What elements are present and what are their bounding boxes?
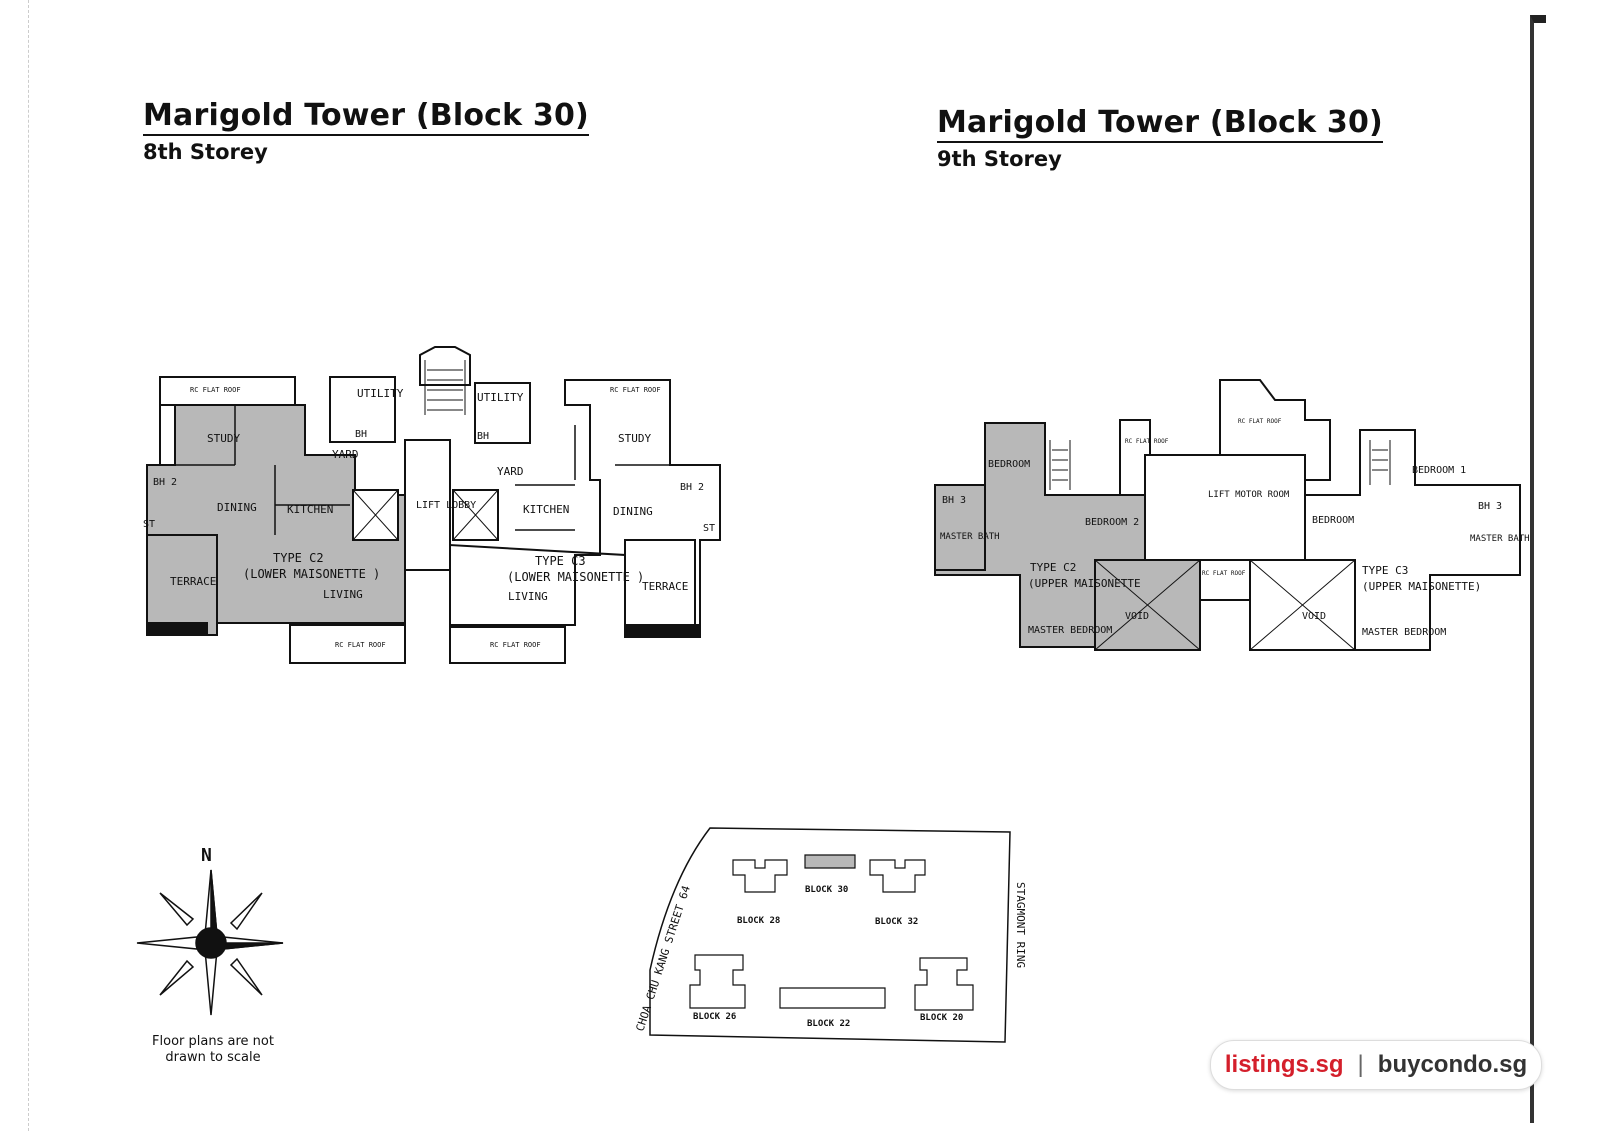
label-study: STUDY: [207, 432, 240, 445]
north-compass: N: [136, 845, 284, 1016]
lift-lobby: [404, 439, 451, 571]
block-30-footprint: [804, 854, 856, 869]
label-dining: DINING: [613, 505, 653, 518]
label-bh2: BH 2: [680, 482, 704, 493]
scale-note: Floor plans are not drawn to scale: [138, 1034, 288, 1066]
label-st: ST: [703, 523, 715, 534]
label-type-c2: TYPE C2: [273, 551, 324, 565]
label-bh3: BH 3: [1478, 501, 1502, 512]
title-block-8th: Marigold Tower (Block 30) 8th Storey: [143, 98, 589, 164]
block-32-footprint: [869, 859, 926, 893]
label-master-bath: MASTER BATH: [940, 532, 1000, 542]
stair-core: [419, 346, 471, 386]
label-bh3: BH 3: [942, 495, 966, 506]
label-bedroom-2: BEDROOM 2: [1085, 517, 1139, 528]
label-living: LIVING: [323, 588, 363, 601]
label-master-bath: MASTER BATH: [1470, 534, 1530, 544]
rc-flat-roof-bottom-right: [449, 626, 566, 664]
label-rc-flat-roof: RC FLAT ROOF: [490, 641, 541, 649]
scan-edge-left: [28, 0, 31, 1131]
label-block-32: BLOCK 32: [875, 917, 918, 927]
lift-motor-room: [1144, 454, 1306, 561]
label-rc-flat-roof: RC FLAT ROOF: [1238, 418, 1282, 425]
utility-right: [474, 382, 531, 444]
label-void: VOID: [1302, 611, 1326, 622]
label-rc-flat-roof: RC FLAT ROOF: [335, 641, 386, 649]
site-boundary: [649, 827, 1011, 1043]
scale-note-line-2: drawn to scale: [165, 1050, 261, 1065]
street-label-stagmont: STAGMONT RING: [1014, 882, 1027, 968]
label-upper-maisonette-c3: (UPPER MAISONETTE): [1362, 580, 1481, 593]
label-bedroom-1: BEDROOM 1: [1412, 465, 1466, 476]
floor-plan-8th-storey: RC FLAT ROOF RC FLAT ROOF RC FLAT ROOF R…: [143, 346, 721, 664]
label-bh2: BH 2: [153, 477, 177, 488]
label-terrace: TERRACE: [642, 580, 688, 593]
floor-plan-9th-storey: BEDROOM BEDROOM 2 BEDROOM BEDROOM 1 BH 3…: [934, 379, 1530, 651]
storey-label-left: 8th Storey: [143, 140, 268, 164]
title-block-9th: Marigold Tower (Block 30) 9th Storey: [937, 105, 1383, 171]
block-22-footprint: [779, 987, 886, 1009]
label-st: ST: [143, 519, 155, 530]
label-terrace: TERRACE: [170, 575, 216, 588]
label-bh: BH: [355, 429, 367, 440]
page-title-right: Marigold Tower (Block 30): [937, 105, 1383, 143]
label-yard: YARD: [497, 465, 524, 478]
label-bedroom: BEDROOM: [988, 459, 1030, 470]
label-bh: BH: [477, 431, 489, 442]
label-dining: DINING: [217, 501, 257, 514]
scan-edge-right: [1530, 15, 1546, 1123]
label-bedroom: BEDROOM: [1312, 515, 1354, 526]
page-title-left: Marigold Tower (Block 30): [143, 98, 589, 136]
street-label-choa-chu-kang: CHOA CHU KANG STREET 64: [633, 884, 693, 1033]
label-type-c3: TYPE C3: [535, 554, 586, 568]
label-master-bedroom: MASTER BEDROOM: [1028, 625, 1112, 636]
label-lift-lobby: LIFT LOBBY: [416, 500, 476, 511]
block-28-footprint: [732, 859, 788, 893]
label-kitchen: KITCHEN: [287, 503, 333, 516]
watermark-separator: |: [1357, 1051, 1364, 1078]
label-block-20: BLOCK 20: [920, 1013, 963, 1023]
site-key-plan: BLOCK 28 BLOCK 30 BLOCK 32 BLOCK 26 BLOC…: [633, 827, 1027, 1043]
block-26-footprint: [689, 954, 746, 1009]
rc-flat-roof-top-left: [159, 376, 296, 406]
label-type-c3: TYPE C3: [1362, 564, 1408, 577]
label-block-28: BLOCK 28: [737, 916, 780, 926]
block-20-footprint: [914, 957, 974, 1011]
label-utility: UTILITY: [357, 387, 404, 400]
label-lower-maisonette-c3: (LOWER MAISONETTE ): [507, 570, 644, 584]
label-kitchen: KITCHEN: [523, 503, 569, 516]
rc-flat-roof-bottom-left: [289, 624, 406, 664]
label-rc-flat-roof: RC FLAT ROOF: [1125, 438, 1169, 445]
label-block-30: BLOCK 30: [805, 885, 848, 895]
label-rc-flat-roof: RC FLAT ROOF: [1202, 570, 1246, 577]
watermark-listings: listings.sg: [1224, 1051, 1344, 1078]
label-living: LIVING: [508, 590, 548, 603]
source-watermark: listings.sg | buycondo.sg: [1210, 1040, 1542, 1090]
label-rc-flat-roof: RC FLAT ROOF: [190, 386, 241, 394]
scale-note-line-1: Floor plans are not: [152, 1034, 274, 1049]
storey-label-right: 9th Storey: [937, 147, 1062, 171]
label-lower-maisonette-c2: (LOWER MAISONETTE ): [243, 567, 380, 581]
label-rc-flat-roof: RC FLAT ROOF: [610, 386, 661, 394]
label-lift-motor-room: LIFT MOTOR ROOM: [1208, 490, 1290, 500]
label-utility: UTILITY: [477, 391, 524, 404]
label-void: VOID: [1125, 611, 1149, 622]
label-master-bedroom: MASTER BEDROOM: [1362, 627, 1446, 638]
utility-left: [329, 376, 396, 443]
label-study: STUDY: [618, 432, 651, 445]
watermark-buycondo: buycondo.sg: [1377, 1051, 1528, 1078]
compass-north-label: N: [201, 845, 212, 866]
label-block-22: BLOCK 22: [807, 1019, 850, 1029]
label-upper-maisonette-c2: (UPPER MAISONETTE: [1028, 577, 1141, 590]
label-yard: YARD: [332, 448, 359, 461]
label-block-26: BLOCK 26: [693, 1012, 736, 1022]
unit-c3-upper: [1304, 429, 1521, 651]
label-type-c2: TYPE C2: [1030, 561, 1076, 574]
compass-rose-icon: [136, 869, 284, 1016]
